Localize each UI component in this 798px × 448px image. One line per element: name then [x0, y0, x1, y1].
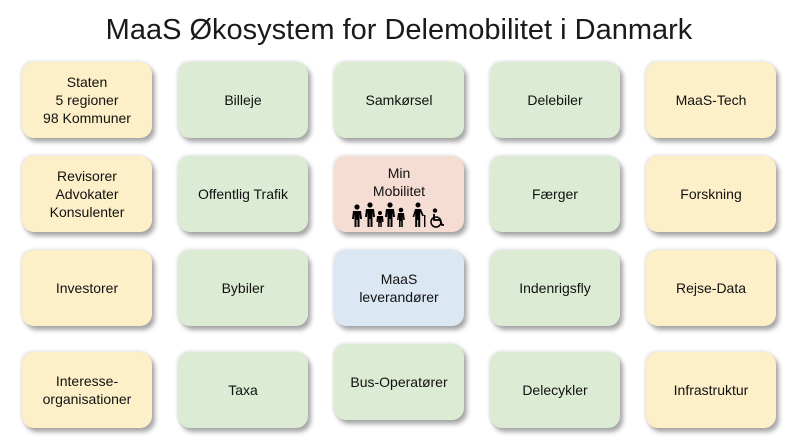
tile-staten: Staten 5 regioner 98 Kommuner	[22, 62, 152, 138]
tile-delebiler: Delebiler	[490, 62, 620, 138]
tile-label: Interesse- organisationer	[42, 373, 132, 407]
tile-delecykler: Delecykler	[490, 352, 620, 428]
tile-label: Samkørsel	[365, 92, 433, 108]
tile-samkorsel: Samkørsel	[334, 62, 464, 138]
family-icon	[364, 202, 405, 227]
tile-faerger: Færger	[490, 156, 620, 232]
tile-forskning: Forskning	[646, 156, 776, 232]
tile-label: Forskning	[680, 186, 742, 202]
tile-label: Færger	[532, 186, 578, 202]
tile-label: Investorer	[55, 280, 119, 296]
tile-label: MaaS leverandører	[359, 271, 439, 305]
person-icon	[351, 204, 362, 227]
tile-label: Delecykler	[522, 382, 588, 398]
elderly-with-cane-icon	[412, 202, 425, 227]
tile-label: Billeje	[224, 92, 262, 108]
tile-interesseorganisationer: Interesse- organisationer	[22, 352, 152, 428]
tile-label: Min Mobilitet	[372, 165, 426, 199]
tile-label: MaaS-Tech	[675, 92, 747, 108]
wheelchair-icon	[429, 208, 444, 228]
tile-label: Delebiler	[527, 92, 583, 108]
tile-label: Infrastruktur	[673, 382, 749, 398]
tile-maas-leverandorer: MaaS leverandører	[334, 250, 464, 326]
tile-label: Bus-Operatører	[350, 374, 448, 390]
tile-min-mobilitet: Min Mobilitet	[334, 156, 464, 232]
tile-label: Revisorer Advokater Konsulenter	[49, 168, 125, 220]
tile-offentlig-trafik: Offentlig Trafik	[178, 156, 308, 232]
people-icons	[351, 202, 448, 228]
tile-bus-operatorer: Bus-Operatører	[334, 344, 464, 420]
tile-taxa: Taxa	[178, 352, 308, 428]
tile-maas-tech: MaaS-Tech	[646, 62, 776, 138]
tile-investorer: Investorer	[22, 250, 152, 326]
tile-label: Offentlig Trafik	[197, 186, 288, 202]
tile-label: Staten 5 regioner 98 Kommuner	[43, 74, 131, 126]
tile-billeje: Billeje	[178, 62, 308, 138]
page-title: MaaS Økosystem for Delemobilitet i Danma…	[105, 14, 693, 46]
tile-bybiler: Bybiler	[178, 250, 308, 326]
tile-indenrigsfly: Indenrigsfly	[490, 250, 620, 326]
tile-revisorer: Revisorer Advokater Konsulenter	[22, 156, 152, 232]
tile-rejse-data: Rejse-Data	[646, 250, 776, 326]
tile-infrastruktur: Infrastruktur	[646, 352, 776, 428]
tile-label: Bybiler	[221, 280, 265, 296]
tile-label: Indenrigsfly	[519, 280, 591, 296]
tile-label: Rejse-Data	[675, 280, 747, 296]
tile-label: Taxa	[228, 382, 258, 398]
